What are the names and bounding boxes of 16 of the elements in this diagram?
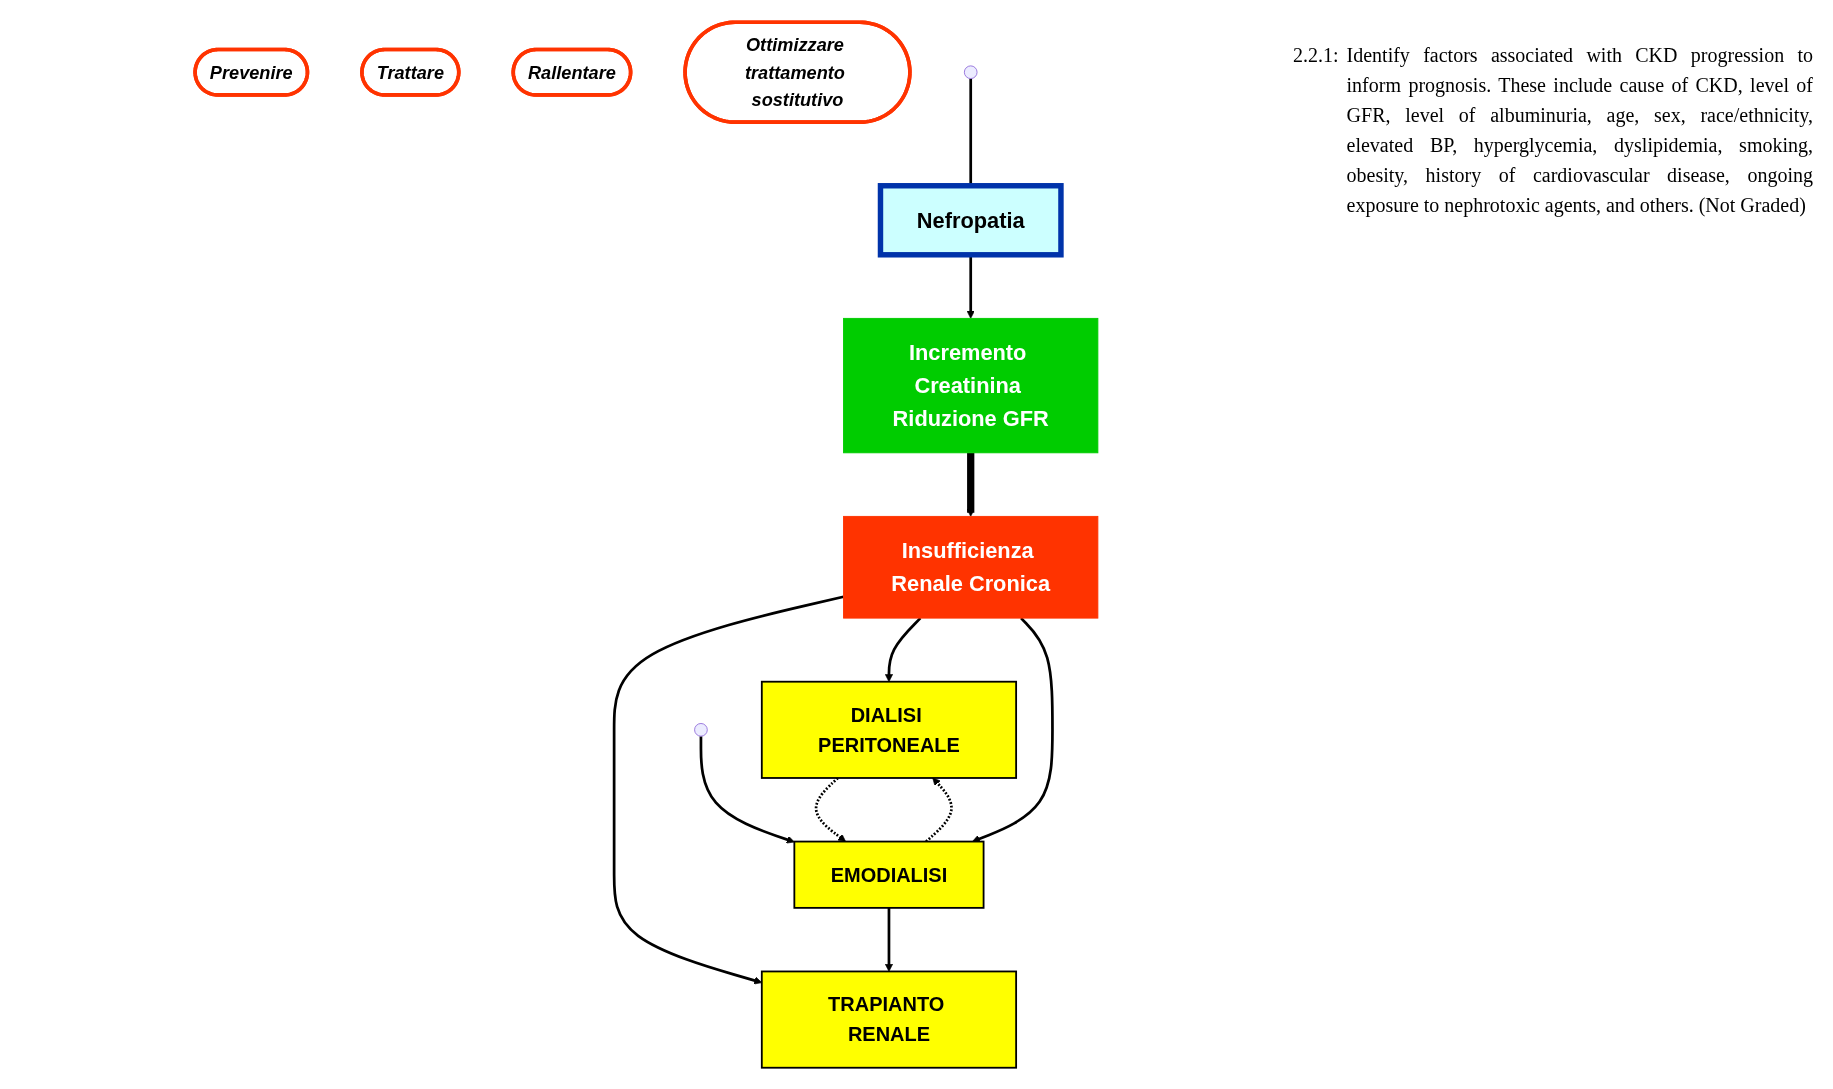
arrow <box>814 776 846 842</box>
node-box: Incremento Creatinina Riduzione GFR <box>843 317 1099 453</box>
arrow <box>884 907 893 972</box>
guideline-number: 2.2.1: <box>1293 43 1339 68</box>
node-box: DIALISI PERITONEALE <box>760 680 1018 779</box>
guideline-text: Identify factors associated with CKD progression to inform prognosis. These include cause of CKD, level of GFR, level of albuminuria, age, sex, race/ethnicity, elevated BP, hyperglycemia, dyslipidemia, smoking, obesity, history of cardiovascular disease, ongoing exposure to nephrotoxic agents, and others. (Not Graded) <box>1346 43 1813 219</box>
arrow <box>972 616 1054 843</box>
node-box: Nefropatia <box>877 182 1064 257</box>
arrow <box>966 452 975 517</box>
node-box: TRAPIANTO RENALE <box>760 970 1018 1069</box>
arrow <box>699 735 795 843</box>
arrow <box>884 616 922 682</box>
node-box: Insufficienza Renale Cronica <box>843 515 1099 619</box>
node-box: EMODIALISI <box>793 840 985 909</box>
arrow <box>925 777 953 843</box>
arrow <box>612 594 844 984</box>
